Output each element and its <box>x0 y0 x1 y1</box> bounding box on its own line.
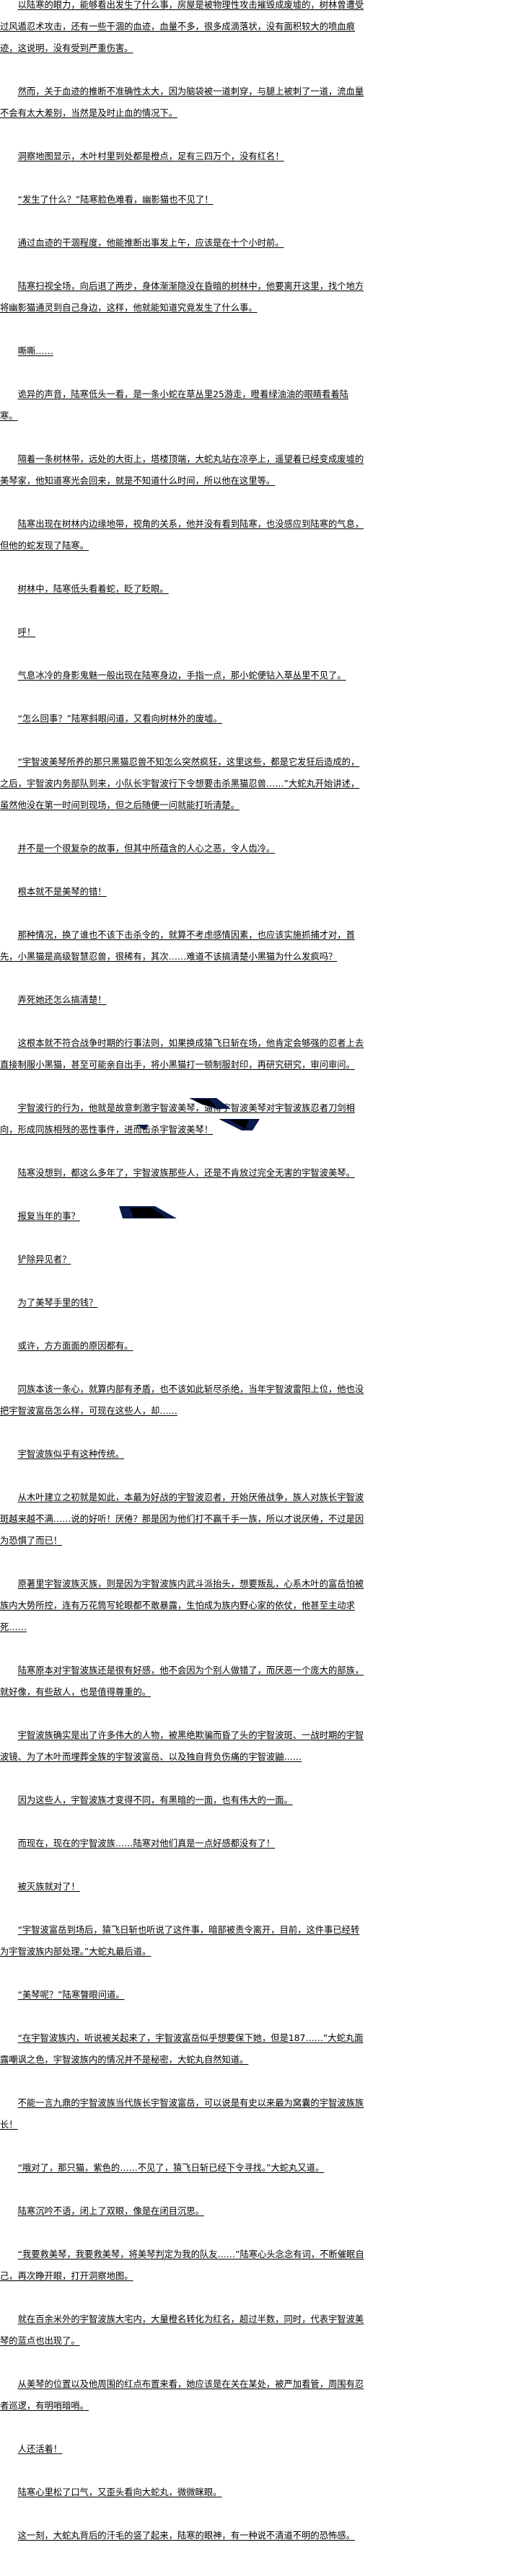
paragraph: “哦对了，那只猫，紫色的……不见了，猿飞日斩已经下令寻找。”大蛇丸又道。 <box>17 2163 325 2173</box>
paragraph: “我要救美琴，我要救美琴，将美琴判定为我的队友……”陆寒心头念念有词，不断催眠自… <box>0 2249 364 2281</box>
paragraph: 就在百余米外的宇智波族大宅内，大量橙名转化为红名，超过半数，同时，代表宇智波美琴… <box>0 2314 364 2346</box>
paragraph: 铲除异见者？ <box>17 1254 71 1265</box>
paragraph: “发生了什么？”陆寒脸色难看，幽影猫也不见了！ <box>17 195 214 205</box>
paragraph: 陆寒沉吟不语，闭上了双眼，像是在闭目沉思。 <box>17 2206 204 2216</box>
paragraph: 因为这些人，宇智波族才变得不同，有黑暗的一面，也有伟大的一面。 <box>17 1795 293 1805</box>
paragraph: 被灭族就对了！ <box>17 1882 80 1892</box>
paragraph: 并不是一个很复杂的故事，但其中所蕴含的人心之恶，令人齿冷。 <box>17 844 276 854</box>
paragraph: “在宇智波族内，听说被关起来了，宇智波富岳似乎想要保下她，但是187……”大蛇丸… <box>0 2033 364 2065</box>
paragraph: 然而，关于血迹的推断不准确性太大，因为脑袋被一道刺穿，与腿上被刺了一道，流血量不… <box>0 87 364 118</box>
paragraph: 这一刻，大蛇丸背后的汗毛的竖了起来，陆寒的眼神，有一种说不清道不明的恐怖感。 <box>17 2531 355 2541</box>
paragraph: 宇智波族似乎有这种传统。 <box>17 1449 125 1459</box>
article-body: 以陆寒的眼力，能够看出发生了什么事，房屋是被物理性攻击摧毁成废墟的，树林曾遭受过… <box>0 0 364 2541</box>
paragraph: 树林中，陆寒低头看着蛇，眨了眨眼。 <box>17 584 169 594</box>
paragraph: 宇智波行的行为，他就是故意刺激宇智波美琴，逼得宇智波美琴对宇智波族忍者刀剑相向，… <box>0 1103 355 1135</box>
paragraph: 陆寒没想到，都这么多年了，宇智波族那些人，还是不肯放过完全无害的宇智波美琴。 <box>17 1168 355 1178</box>
paragraph: “宇智波富岳到场后，猿飞日斩也听说了这件事，暗部被责令离开，目前，这件事已经转为… <box>0 1925 360 1957</box>
paragraph: 从木叶建立之初就是如此，本最为好战的宇智波忍者，开始厌倦战争，族人对族长宇智波斑… <box>0 1492 364 1546</box>
paragraph: 同族本该一条心，就算内部有矛盾，也不该如此斩尽杀绝，当年宇智波雷阳上位，他也没把… <box>0 1384 364 1416</box>
paragraph: 陆寒出现在树林内边缘地带，视角的关系，他并没有看到陆寒，也没感应到陆寒的气息，但… <box>0 519 364 551</box>
paragraph: 诡异的声音，陆寒低头一看，是一条小蛇在草丛里25游走，瞪着绿油油的眼睛看着陆寒。 <box>0 389 348 421</box>
paragraph: 原著里宇智波族灭族，则是因为宇智波族内武斗派抬头，想要叛乱，心系木叶的富岳怕被族… <box>0 1579 364 1632</box>
paragraph: 洞察地图显示，木叶村里到处都是橙点，足有三四万个，没有红名！ <box>17 151 284 161</box>
paragraph: 从美琴的位置以及他周围的红点布置来看，她应该是在关在某处，被严加看管，周围有忍者… <box>0 2379 364 2411</box>
paragraph: “宇智波美琴所养的那只黑猫忍兽不知怎么突然疯狂，这里这些，都是它发狂后造成的，之… <box>0 757 360 810</box>
paragraph: 呼！ <box>17 627 36 637</box>
paragraph: 而现在，现在的宇智波族……陆寒对他们真是一点好感都没有了！ <box>17 1838 276 1849</box>
paragraph: 这根本就不符合战争时期的行事法则，如果换成猿飞日斩在场，他肯定会够强的忍者上去直… <box>0 1038 364 1070</box>
paragraph: 陆寒扫视全场，向后退了两步，身体渐渐隐没在昏暗的树林中，他要离开这里，找个地方将… <box>0 281 364 313</box>
paragraph: 那种情况，换了谁也不该下击杀令的，就算不考虑感情因素，也应该实施抓捕才对，首先，… <box>0 930 355 962</box>
paragraph: 通过血迹的干涸程度，他能推断出事发上午，应该是在十个小时前。 <box>17 238 284 248</box>
paragraph: 以陆寒的眼力，能够看出发生了什么事，房屋是被物理性攻击摧毁成废墟的，树林曾遭受过… <box>0 0 364 53</box>
paragraph: 不能一言九鼎的宇智波族当代族长宇智波富岳，可以说是有史以来最为窝囊的宇智波族族长… <box>0 2098 364 2130</box>
paragraph: 为了美琴手里的钱？ <box>17 1298 98 1308</box>
paragraph: 陆寒心里松了口气，又歪头看向大蛇丸，微微眯眼。 <box>17 2487 222 2497</box>
paragraph: “怎么回事？”陆寒斜眼问道，又看向树林外的废墟。 <box>17 714 222 724</box>
paragraph: 人还活着！ <box>17 2444 63 2454</box>
paragraph: 根本就不是美琴的错！ <box>17 887 107 897</box>
paragraph: 或许，方方面面的原因都有。 <box>17 1341 133 1351</box>
paragraph: 嘶嘶…… <box>17 346 53 356</box>
paragraph: 隔着一条树林带，远处的大街上，塔楼顶端，大蛇丸站在凉亭上，遥望着已经变成废墟的美… <box>0 454 364 486</box>
paragraph: “美琴呢？”陆寒瞥眼问道。 <box>17 1990 125 2000</box>
paragraph: 弄死她还怎么搞清楚！ <box>17 995 107 1005</box>
paragraph: 陆寒原本对宇智波族还是很有好感，他不会因为个别人做错了，而厌恶一个庞大的部族，就… <box>0 1665 364 1697</box>
paragraph: 气息冰冷的身影鬼魅一般出现在陆寒身边，手指一点，那小蛇便钻入草丛里不见了。 <box>17 670 346 681</box>
paragraph: 报复当年的事？ <box>17 1211 80 1221</box>
paragraph: 宇智波族确实是出了许多伟大的人物，被黑绝欺骗而昏了头的宇智波斑、一战时期的宇智波… <box>0 1730 364 1762</box>
